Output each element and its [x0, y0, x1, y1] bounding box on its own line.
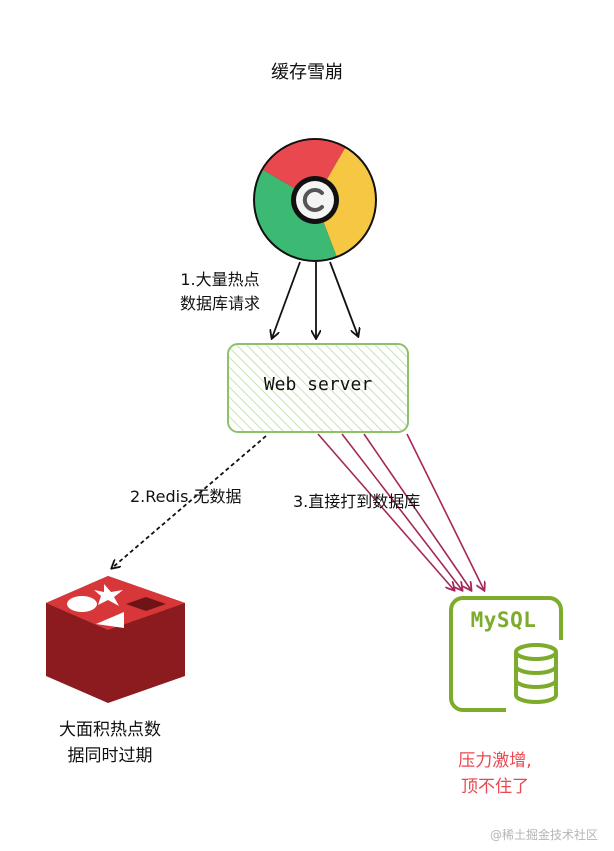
mysql-icon: [449, 596, 566, 714]
watermark: @稀土掘金技术社区: [489, 828, 598, 842]
mysql-label: MySQL: [470, 608, 537, 632]
diagram-title: 缓存雪崩: [271, 62, 343, 83]
expire-label: 大面积热点数 据同时过期: [59, 720, 161, 766]
redis-icon: [46, 576, 185, 703]
pressure-label: 压力激增, 顶不住了: [458, 751, 532, 797]
web-server-label: Web server: [263, 374, 373, 395]
redis-miss-label: 2.Redis 无数据: [130, 487, 242, 506]
redis-query-arrow: [112, 435, 267, 568]
request-arrows: [272, 261, 358, 338]
chrome-icon: [253, 138, 377, 262]
web-server-node: [227, 343, 409, 433]
to-db-label: 3.直接打到数据库: [293, 492, 421, 511]
db-arrows: [317, 433, 484, 590]
requests-label: 1.大量热点 数据库请求: [179, 270, 260, 313]
